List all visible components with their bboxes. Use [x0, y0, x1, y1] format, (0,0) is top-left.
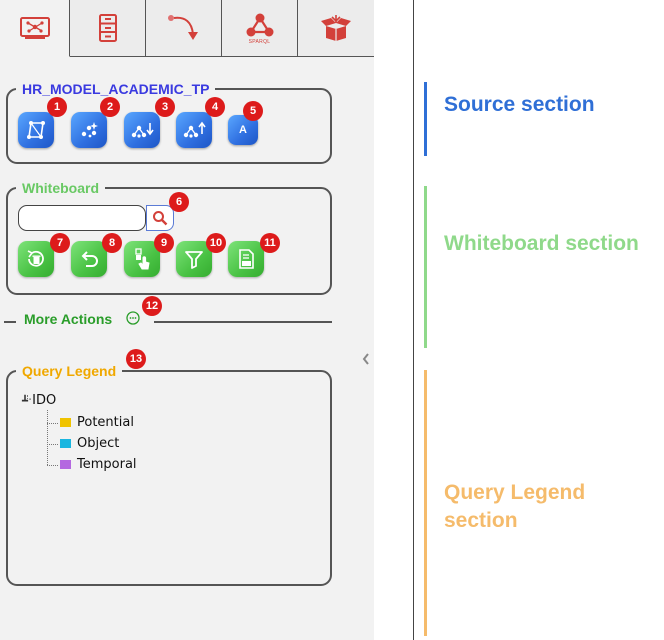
tree-root-label: IDO	[32, 393, 57, 408]
legend-swatch	[60, 460, 71, 469]
whiteboard-badge-10: 10	[206, 233, 226, 253]
tree-connector	[27, 395, 28, 401]
file-cabinet-icon	[98, 14, 117, 42]
open-box-icon	[321, 15, 351, 41]
source-group: HR_MODEL_ACADEMIC_TP	[6, 82, 332, 164]
legend-item-potential: Potential	[60, 415, 134, 430]
touch-select-icon	[135, 248, 150, 270]
whiteboard-badge-8: 8	[102, 233, 122, 253]
query-legend-badge-13: 13	[126, 349, 146, 369]
vertical-divider	[413, 0, 414, 640]
legend-item-label: Temporal	[77, 457, 137, 472]
whiteboard-button-export[interactable]	[228, 241, 264, 277]
source-badge-2: 2	[100, 97, 120, 117]
source-badge-1: 1	[47, 97, 67, 117]
tab-bar: SPARQL	[0, 0, 374, 57]
source-button-1[interactable]	[18, 112, 54, 148]
filter-icon	[185, 251, 203, 269]
query-legend-section-bar	[424, 370, 427, 636]
source-badge-4: 4	[205, 97, 225, 117]
network-graph-icon	[19, 17, 50, 39]
tab-open-box[interactable]	[298, 0, 374, 56]
scatter-nodes-icon	[81, 122, 98, 138]
whiteboard-badge-9: 9	[154, 233, 174, 253]
source-section-bar	[424, 82, 427, 156]
whiteboard-badge-11: 11	[260, 233, 280, 253]
export-csv-icon	[239, 249, 254, 269]
tree-connector	[47, 444, 58, 445]
more-actions-divider-right	[154, 321, 332, 323]
tab-file-cabinet[interactable]	[70, 0, 146, 56]
source-badge-5: 5	[243, 101, 263, 121]
whiteboard-badge-7: 7	[50, 233, 70, 253]
tree-root[interactable]: ┻·IDO	[22, 393, 57, 408]
undo-icon	[81, 251, 98, 267]
legend-item-label: Potential	[77, 415, 134, 430]
source-title: HR_MODEL_ACADEMIC_TP	[22, 81, 210, 97]
legend-item-label: Object	[77, 436, 120, 451]
legend-swatch	[60, 439, 71, 448]
whiteboard-badge-6: 6	[169, 192, 189, 212]
nodes-expand-down-icon	[131, 123, 154, 138]
sparql-icon	[246, 13, 273, 36]
more-actions-divider-left	[4, 321, 16, 323]
sparql-label: SPARQL	[248, 38, 271, 45]
query-legend-section-label: Query Legend section	[444, 481, 586, 532]
query-legend-group: Query Legend	[6, 364, 332, 586]
clear-trash-icon	[27, 250, 44, 267]
letter-a-icon: A	[239, 124, 247, 136]
source-button-3[interactable]	[124, 112, 160, 148]
source-button-2[interactable]	[71, 112, 107, 148]
legend-swatch	[60, 418, 71, 427]
whiteboard-title: Whiteboard	[22, 180, 99, 196]
whiteboard-search-button[interactable]	[146, 205, 174, 231]
more-actions-badge-12: 12	[142, 296, 162, 316]
whiteboard-section-label: Whiteboard section	[444, 232, 639, 255]
more-actions-toggle[interactable]	[126, 311, 140, 325]
tab-network-graph[interactable]	[0, 0, 70, 57]
whiteboard-button-clear[interactable]	[18, 241, 54, 277]
tree-connector	[47, 465, 58, 466]
nodes-expand-up-icon	[183, 121, 206, 138]
source-badge-3: 3	[155, 97, 175, 117]
tree-connector	[47, 423, 58, 424]
query-legend-title: Query Legend	[22, 363, 117, 379]
graph-select-icon	[27, 121, 45, 139]
search-icon	[153, 211, 168, 226]
left-panel: SPARQL HR_MODEL_ACADEMIC_TP 1	[0, 0, 374, 640]
more-actions-label: More Actions	[24, 311, 113, 327]
whiteboard-button-undo[interactable]	[71, 241, 107, 277]
more-dots-icon	[126, 311, 140, 325]
legend-item-temporal: Temporal	[60, 457, 137, 472]
tab-path[interactable]	[146, 0, 222, 56]
legend-item-object: Object	[60, 436, 119, 451]
source-button-4[interactable]	[176, 112, 212, 148]
tab-sparql[interactable]: SPARQL	[222, 0, 298, 56]
whiteboard-group: Whiteboard	[6, 181, 332, 295]
tree-connector	[47, 410, 48, 465]
chevron-left-icon	[362, 353, 369, 365]
collapse-panel-button[interactable]	[361, 352, 371, 371]
whiteboard-search-input[interactable]	[18, 205, 146, 231]
source-section-label: Source section	[444, 93, 595, 116]
tree-expand-icon: ┻	[22, 396, 29, 407]
whiteboard-section-bar	[424, 186, 427, 348]
curved-arrow-icon	[167, 15, 198, 40]
